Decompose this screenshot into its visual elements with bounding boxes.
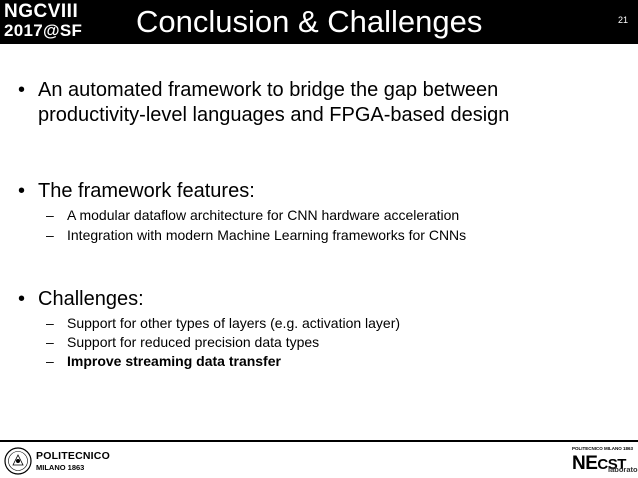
politecnico-sub: MILANO 1863: [36, 463, 85, 472]
slide-header: NGCVIII 2017@SF Conclusion & Challenges …: [0, 0, 638, 44]
logo-line-2: 2017@SF: [4, 21, 83, 40]
bullet-marker: •: [18, 180, 26, 202]
necst-wordmark: NECST: [572, 453, 626, 476]
sub-bullet-text: Support for other types of layers (e.g. …: [67, 315, 401, 331]
necst-laboratory: laboratory: [608, 465, 638, 474]
sub-bullet-marker: –: [46, 207, 54, 223]
bullet-text: Challenges:: [38, 288, 144, 310]
necst-ne: NE: [572, 453, 598, 474]
bullet-text: The framework features:: [38, 180, 255, 202]
politecnico-seal-icon: [4, 447, 32, 475]
bullet-text: An automated framework to bridge the gap…: [38, 79, 499, 101]
logo-line-1: NGCVIII: [4, 1, 79, 22]
ngcviii-logo: NGCVIII 2017@SF: [4, 2, 84, 42]
politecnico-logo: POLITECNICO MILANO 1863: [4, 447, 134, 475]
politecnico-name: POLITECNICO: [36, 450, 110, 462]
sub-bullet-text-bold: Improve streaming data transfer: [67, 353, 281, 369]
necst-cst: CST: [597, 456, 626, 473]
footer-divider: [0, 440, 638, 442]
slide-title: Conclusion & Challenges: [136, 4, 483, 39]
sub-bullet-text: Support for reduced precision data types: [67, 334, 320, 350]
bullet-marker: •: [18, 79, 26, 101]
slide-number: 21: [617, 15, 628, 25]
necst-logo: POLITECNICO MILANO 1863 NECST laboratory: [570, 446, 638, 476]
sub-bullet-marker: –: [46, 353, 54, 369]
sub-bullet-marker: –: [46, 227, 54, 243]
sub-bullet-marker: –: [46, 315, 54, 331]
sub-bullet-text: A modular dataflow architecture for CNN …: [67, 207, 460, 223]
sub-bullet-text: Integration with modern Machine Learning…: [67, 227, 467, 243]
bullet-marker: •: [18, 288, 26, 310]
necst-top-text: POLITECNICO MILANO 1863: [572, 446, 634, 451]
bullet-text: productivity-level languages and FPGA-ba…: [38, 104, 510, 126]
sub-bullet-marker: –: [46, 334, 54, 350]
